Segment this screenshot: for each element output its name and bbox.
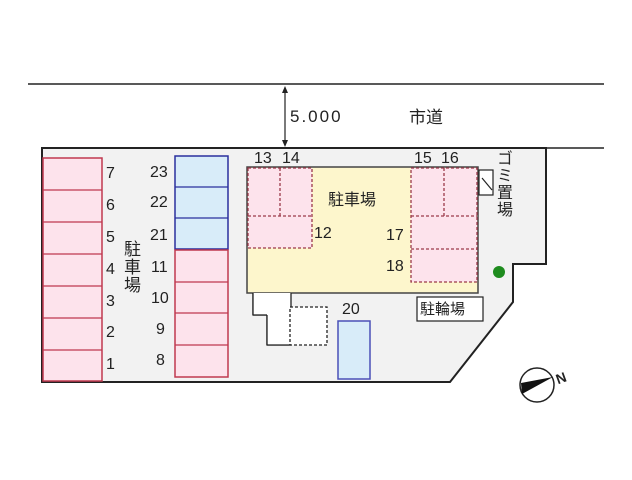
garbage-area-label: ゴミ置場: [494, 150, 513, 218]
space-label: 11: [151, 259, 168, 276]
middle-parking-column: [174, 155, 229, 378]
space-label: 7: [106, 165, 115, 182]
space-label: 15: [414, 150, 432, 167]
left-parking-column: [42, 157, 103, 382]
space-label: 5: [106, 229, 115, 246]
bicycle-parking-label: 駐輪場: [420, 300, 466, 318]
garbage-box-door: [481, 177, 493, 191]
space-label: 9: [156, 321, 165, 338]
space-label: 6: [106, 197, 115, 214]
tree-icon: [493, 266, 505, 278]
central-left-spaces: [247, 167, 313, 249]
space-label: 8: [156, 352, 165, 369]
space-label: 23: [150, 164, 168, 181]
bicycle-parking-box: [416, 296, 484, 322]
central-right-spaces: [410, 167, 478, 283]
motor-space-20: [337, 320, 371, 380]
space-label: 16: [441, 150, 459, 167]
space-label: 20: [342, 301, 360, 318]
space-label: 4: [106, 261, 115, 278]
space-label: 1: [106, 356, 115, 373]
parking-main-label: 駐車場: [328, 190, 377, 209]
space-label: 2: [106, 324, 115, 341]
compass-icon: [519, 367, 555, 403]
space-label: 10: [151, 290, 169, 307]
space-label: 3: [106, 293, 115, 310]
road-name-label: 市道: [409, 108, 443, 128]
road-width-label: 5.000: [290, 107, 343, 126]
space-label: 13: [254, 150, 272, 167]
space-label: 22: [150, 194, 168, 211]
space-label: 17: [386, 227, 404, 244]
space-label: 14: [282, 150, 300, 167]
entrance-structure: [252, 293, 328, 346]
arrow-down-icon: [282, 140, 288, 147]
space-label: 12: [314, 225, 332, 242]
space-label: 18: [386, 258, 404, 275]
space-label: 21: [150, 227, 168, 244]
parking-left-label: 駐車場: [120, 240, 140, 294]
arrow-up-icon: [282, 86, 288, 93]
